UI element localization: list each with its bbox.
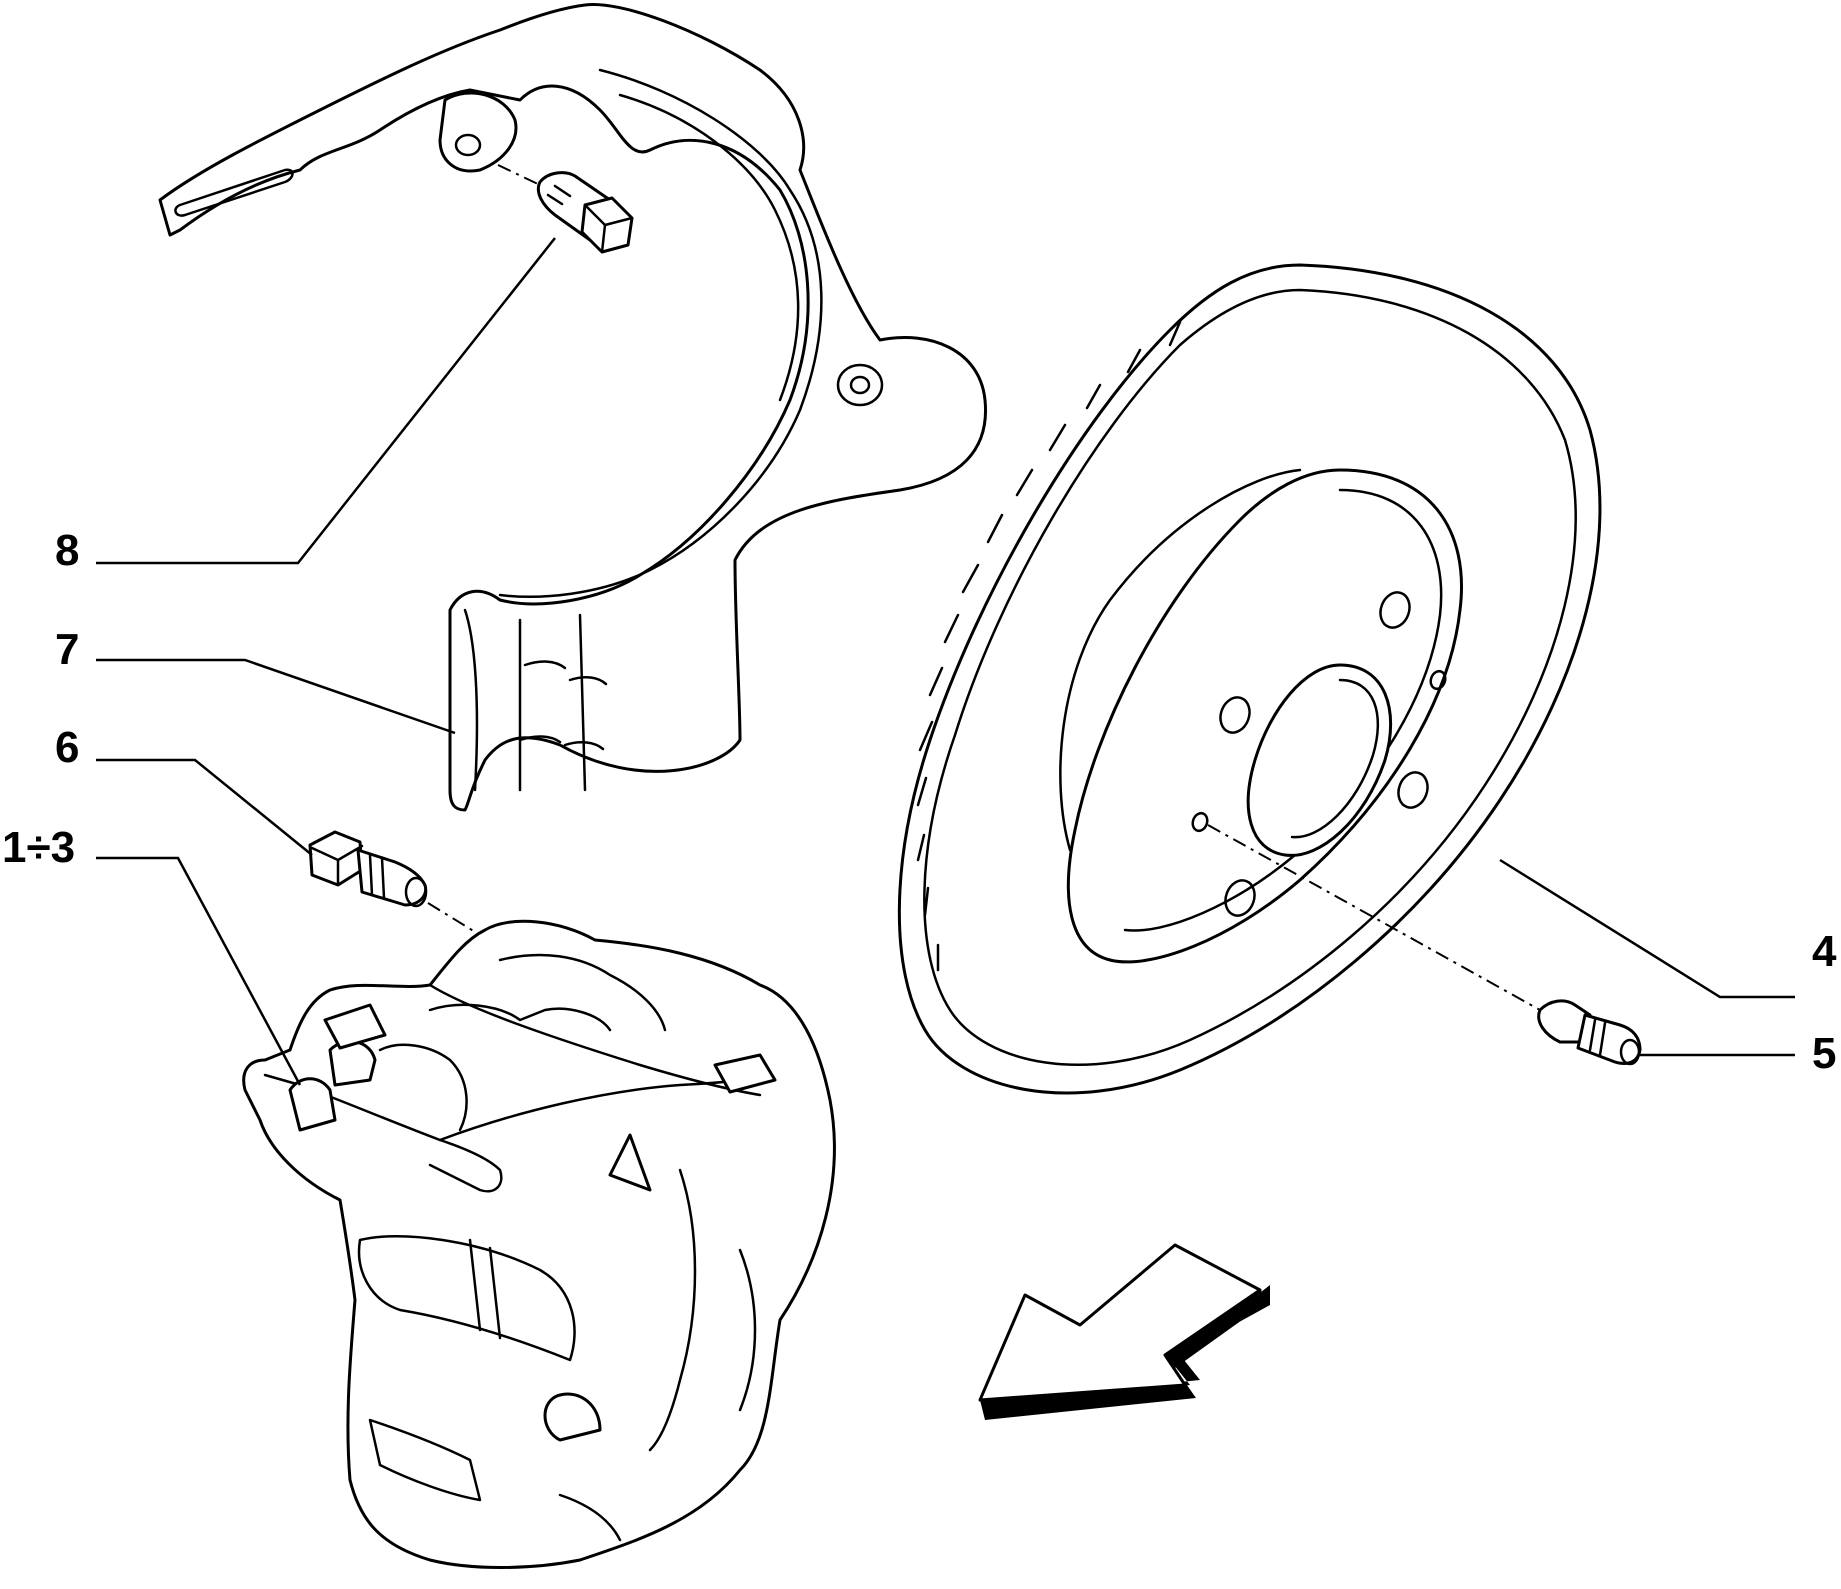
- direction-arrow: [978, 1243, 1270, 1420]
- brake-disc: [897, 263, 1602, 1095]
- disc-vents: [916, 320, 1182, 972]
- shield-bolt: [536, 171, 634, 254]
- leader-7: [96, 658, 456, 735]
- caliper-bolt: [308, 830, 428, 908]
- caliper-bolt-axis: [427, 902, 481, 936]
- leader-6: [96, 758, 313, 856]
- leader-1-3: [96, 856, 302, 1086]
- callout-5: 5: [1812, 1029, 1836, 1078]
- brake-dust-shield: [158, 2, 988, 812]
- brake-caliper: [242, 919, 836, 1569]
- callout-8: 8: [55, 526, 79, 575]
- leader-4: [1499, 858, 1795, 999]
- shield-bolt-axis: [497, 164, 541, 186]
- leader-8: [96, 237, 556, 565]
- callout-7: 7: [55, 625, 79, 674]
- disc-screw: [1537, 999, 1642, 1066]
- callout-6: 6: [55, 723, 79, 772]
- callout-4: 4: [1812, 927, 1837, 976]
- callout-1-3: 1÷3: [2, 823, 75, 872]
- disc-screw-axis: [1207, 824, 1541, 1011]
